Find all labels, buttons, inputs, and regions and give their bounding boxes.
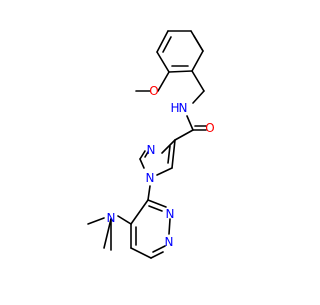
- bond: [167, 145, 171, 164]
- atom-label-imidazole-n1: N: [146, 171, 155, 185]
- bond: [192, 90, 205, 104]
- bond: [191, 50, 204, 72]
- atom-label-amide-hydrogen: H: [170, 101, 179, 115]
- bond: [156, 30, 169, 53]
- bond: [193, 35, 204, 52]
- atom-label-methoxy-oxygen: O: [149, 84, 158, 98]
- bond: [117, 215, 132, 225]
- molecule-structure: O N H O N N N N N: [0, 0, 300, 300]
- bond: [148, 205, 163, 212]
- bond: [144, 151, 149, 158]
- bond: [157, 71, 170, 92]
- background: [0, 0, 300, 300]
- bond: [87, 217, 105, 225]
- atom-label-amide-nitrogen: N: [179, 101, 188, 115]
- bond: [168, 70, 193, 73]
- atom-label-dimethylamino-nitrogen: N: [107, 211, 116, 225]
- atom-label-imidazole-n3: N: [147, 143, 156, 157]
- bond: [161, 139, 176, 154]
- bond: [139, 158, 145, 169]
- bond: [147, 185, 151, 201]
- bond: [168, 218, 171, 235]
- bond: [186, 115, 194, 131]
- bond: [130, 199, 149, 225]
- atom-labels: O N H O N N N N N: [107, 84, 215, 249]
- bond: [152, 245, 166, 253]
- bonds: [87, 30, 207, 259]
- bond: [150, 251, 164, 259]
- atom-label-pyrimidine-n1: N: [166, 207, 175, 221]
- bond: [191, 70, 205, 92]
- bond: [174, 129, 194, 141]
- molecule-canvas: O N H O N N N N N: [0, 0, 300, 300]
- bond: [139, 150, 146, 160]
- bond: [130, 247, 152, 259]
- atom-label-amide-oxygen: O: [205, 121, 214, 135]
- atom-label-pyrimidine-n3: N: [165, 235, 174, 249]
- bond: [171, 139, 176, 169]
- bond: [147, 199, 167, 208]
- bond: [103, 218, 112, 249]
- bond: [156, 51, 170, 73]
- bond: [162, 36, 172, 53]
- bond: [156, 167, 173, 176]
